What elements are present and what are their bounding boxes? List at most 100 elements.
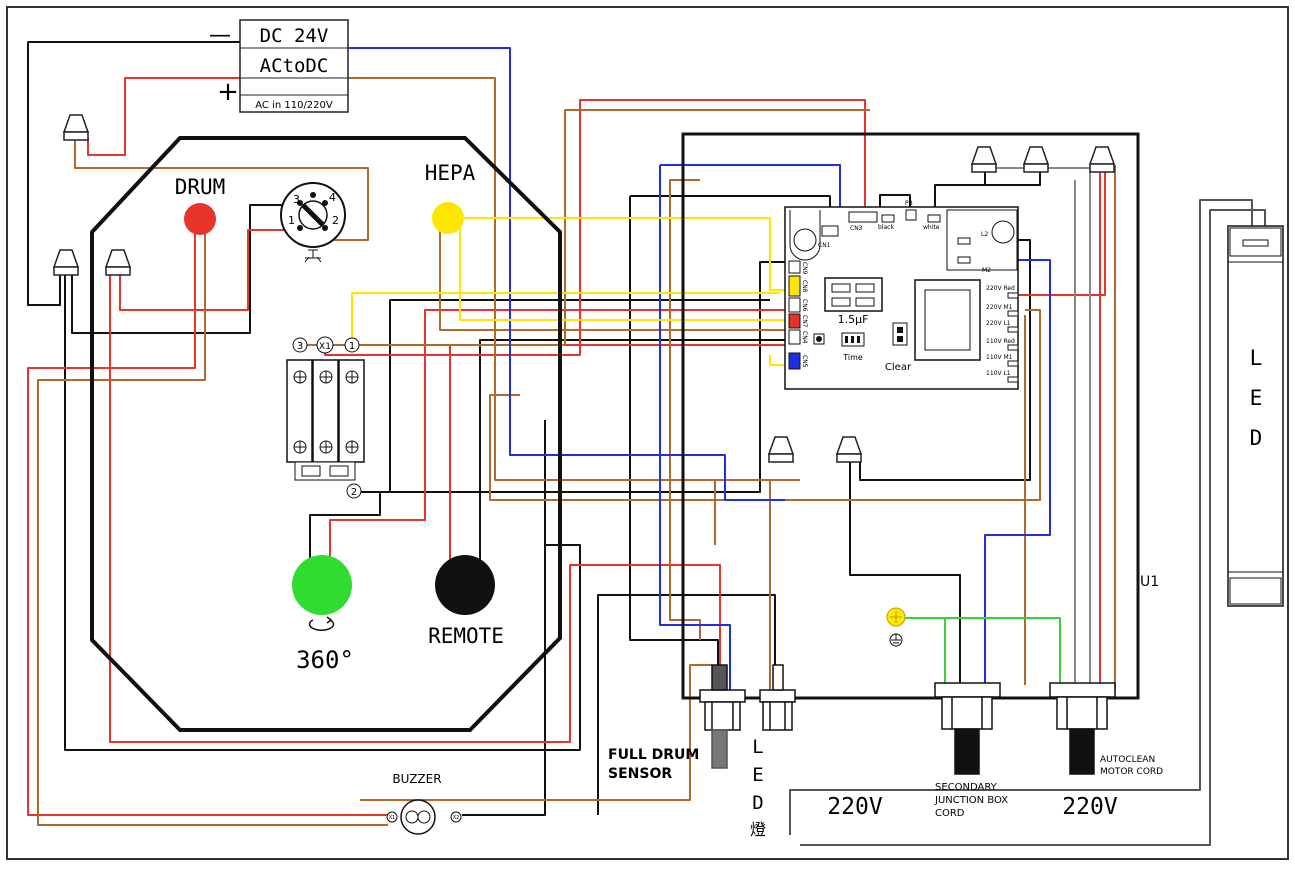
secondary-label-3: CORD bbox=[935, 808, 965, 819]
cn4-label: CN4 bbox=[801, 331, 808, 344]
wire-black bbox=[597, 594, 776, 815]
outer-frame bbox=[6, 6, 1289, 860]
cn7-label: CN7 bbox=[801, 315, 808, 328]
voltage-label-left: 220V bbox=[827, 794, 883, 820]
wire-blue bbox=[960, 259, 1051, 690]
wire-black bbox=[71, 204, 290, 334]
remote-lamp bbox=[435, 555, 495, 615]
secondary-label-2: JUNCTION BOX bbox=[934, 795, 1008, 806]
wire-blue bbox=[660, 164, 841, 212]
led-vertical-d: D bbox=[752, 792, 763, 814]
wire-yellow bbox=[459, 225, 790, 321]
buzzer-x1-label: X1 bbox=[389, 815, 396, 821]
led-vertical-lamp: 燈 bbox=[750, 820, 766, 839]
autoclean-label-2: MOTOR CORD bbox=[1100, 767, 1163, 777]
wire-yellow bbox=[455, 217, 795, 291]
cn9-label: CN9 bbox=[801, 262, 808, 275]
wire-nut-connector bbox=[104, 249, 132, 268]
cable-gland bbox=[1049, 682, 1116, 698]
ground-screw-icon bbox=[886, 607, 906, 647]
wire-blue bbox=[345, 47, 785, 501]
wire-black bbox=[934, 165, 986, 212]
wire-red bbox=[27, 230, 388, 816]
wire-nut-connector bbox=[970, 146, 998, 165]
mount-slot bbox=[789, 210, 821, 261]
terminal-block: 3 X1 1 2 bbox=[286, 336, 365, 499]
wire-brown bbox=[714, 479, 800, 545]
wire-black bbox=[879, 194, 911, 212]
psu-minus: — bbox=[209, 23, 231, 48]
control-panel-octagon bbox=[90, 136, 562, 732]
terminal-label-x1: X1 bbox=[319, 342, 331, 352]
wire-green-ground bbox=[905, 617, 1061, 690]
wire-black bbox=[849, 460, 961, 690]
wire-black bbox=[462, 420, 546, 816]
v110-l1-label: 110V L1 bbox=[986, 370, 1011, 377]
drum-lamp bbox=[184, 203, 216, 235]
led-tube-letter-e: E bbox=[1250, 386, 1263, 410]
hepa-lamp bbox=[432, 202, 464, 234]
terminal-label-1: 1 bbox=[349, 341, 355, 352]
terminal-label-2: 2 bbox=[351, 487, 357, 498]
wire-black bbox=[27, 41, 240, 306]
light-symbol-icon bbox=[304, 249, 322, 263]
cn3-label: CN3 bbox=[850, 225, 863, 232]
wire-black bbox=[479, 339, 787, 580]
buzzer: X1 X2 BUZZER bbox=[386, 772, 462, 835]
wire-red bbox=[449, 344, 790, 580]
wire-brown bbox=[74, 138, 369, 241]
wire-nut-connector bbox=[835, 436, 863, 455]
rotary-switch: 3 4 1 2 bbox=[280, 182, 346, 263]
buzzer-label: BUZZER bbox=[392, 772, 441, 786]
wire-red bbox=[119, 229, 300, 311]
v220-m1-label: 220V M1 bbox=[986, 304, 1013, 311]
rotate-arrow-icon bbox=[308, 619, 335, 631]
buzzer-x2-label: X2 bbox=[453, 815, 460, 821]
v220-red-label: 220V Red bbox=[986, 285, 1015, 292]
capacitor-value: 1.5μF bbox=[838, 313, 869, 326]
wire-brown bbox=[37, 230, 388, 826]
psu-line1: DC 24V bbox=[260, 25, 329, 47]
rotate-label: 360° bbox=[296, 646, 354, 674]
m2-label: M2 bbox=[982, 267, 991, 274]
u1-label: U1 bbox=[1140, 574, 1159, 590]
voltage-label-right: 220V bbox=[1062, 794, 1118, 820]
time-label: Time bbox=[842, 353, 863, 362]
u1-enclosure bbox=[681, 132, 1140, 700]
cable-glands bbox=[699, 664, 1116, 775]
remote-label: REMOTE bbox=[428, 624, 504, 648]
l2-label: L2 bbox=[981, 231, 988, 238]
wire-nut-connector bbox=[1088, 146, 1116, 165]
wire-brown bbox=[669, 179, 701, 640]
switch-pin-4: 4 bbox=[329, 191, 336, 204]
pb-label: PB bbox=[905, 200, 913, 207]
wire-black bbox=[309, 299, 770, 582]
wire-red bbox=[109, 270, 721, 743]
clear-label: Clear bbox=[885, 362, 912, 373]
led-vertical-e: E bbox=[752, 764, 763, 786]
wire-yellow bbox=[769, 355, 785, 366]
cn1-label: CN1 bbox=[818, 242, 831, 249]
v220-l1-label: 220V L1 bbox=[986, 320, 1011, 327]
wire-black bbox=[630, 195, 831, 210]
hepa-label: HEPA bbox=[425, 161, 476, 185]
wire-gray bbox=[789, 199, 1253, 835]
autoclean-label-1: AUTOCLEAN bbox=[1100, 755, 1155, 765]
wire-brown bbox=[439, 210, 790, 331]
wire-red bbox=[1000, 165, 1106, 296]
wire-black bbox=[64, 275, 581, 751]
led-tube-letter-l: L bbox=[1250, 346, 1263, 370]
wires bbox=[27, 41, 1266, 846]
wire-nut-connector bbox=[767, 436, 795, 455]
wire-brown bbox=[360, 664, 712, 801]
wire-brown bbox=[345, 77, 771, 700]
wire-blue bbox=[659, 165, 731, 690]
cn5-label: CN5 bbox=[801, 355, 808, 368]
psu-line3: AC in 110/220V bbox=[255, 100, 333, 111]
psu-plus: + bbox=[217, 77, 239, 107]
led-tube: L E D bbox=[1227, 225, 1284, 607]
wire-nut-connector bbox=[62, 114, 90, 133]
full-drum-label-2: SENSOR bbox=[608, 766, 672, 782]
